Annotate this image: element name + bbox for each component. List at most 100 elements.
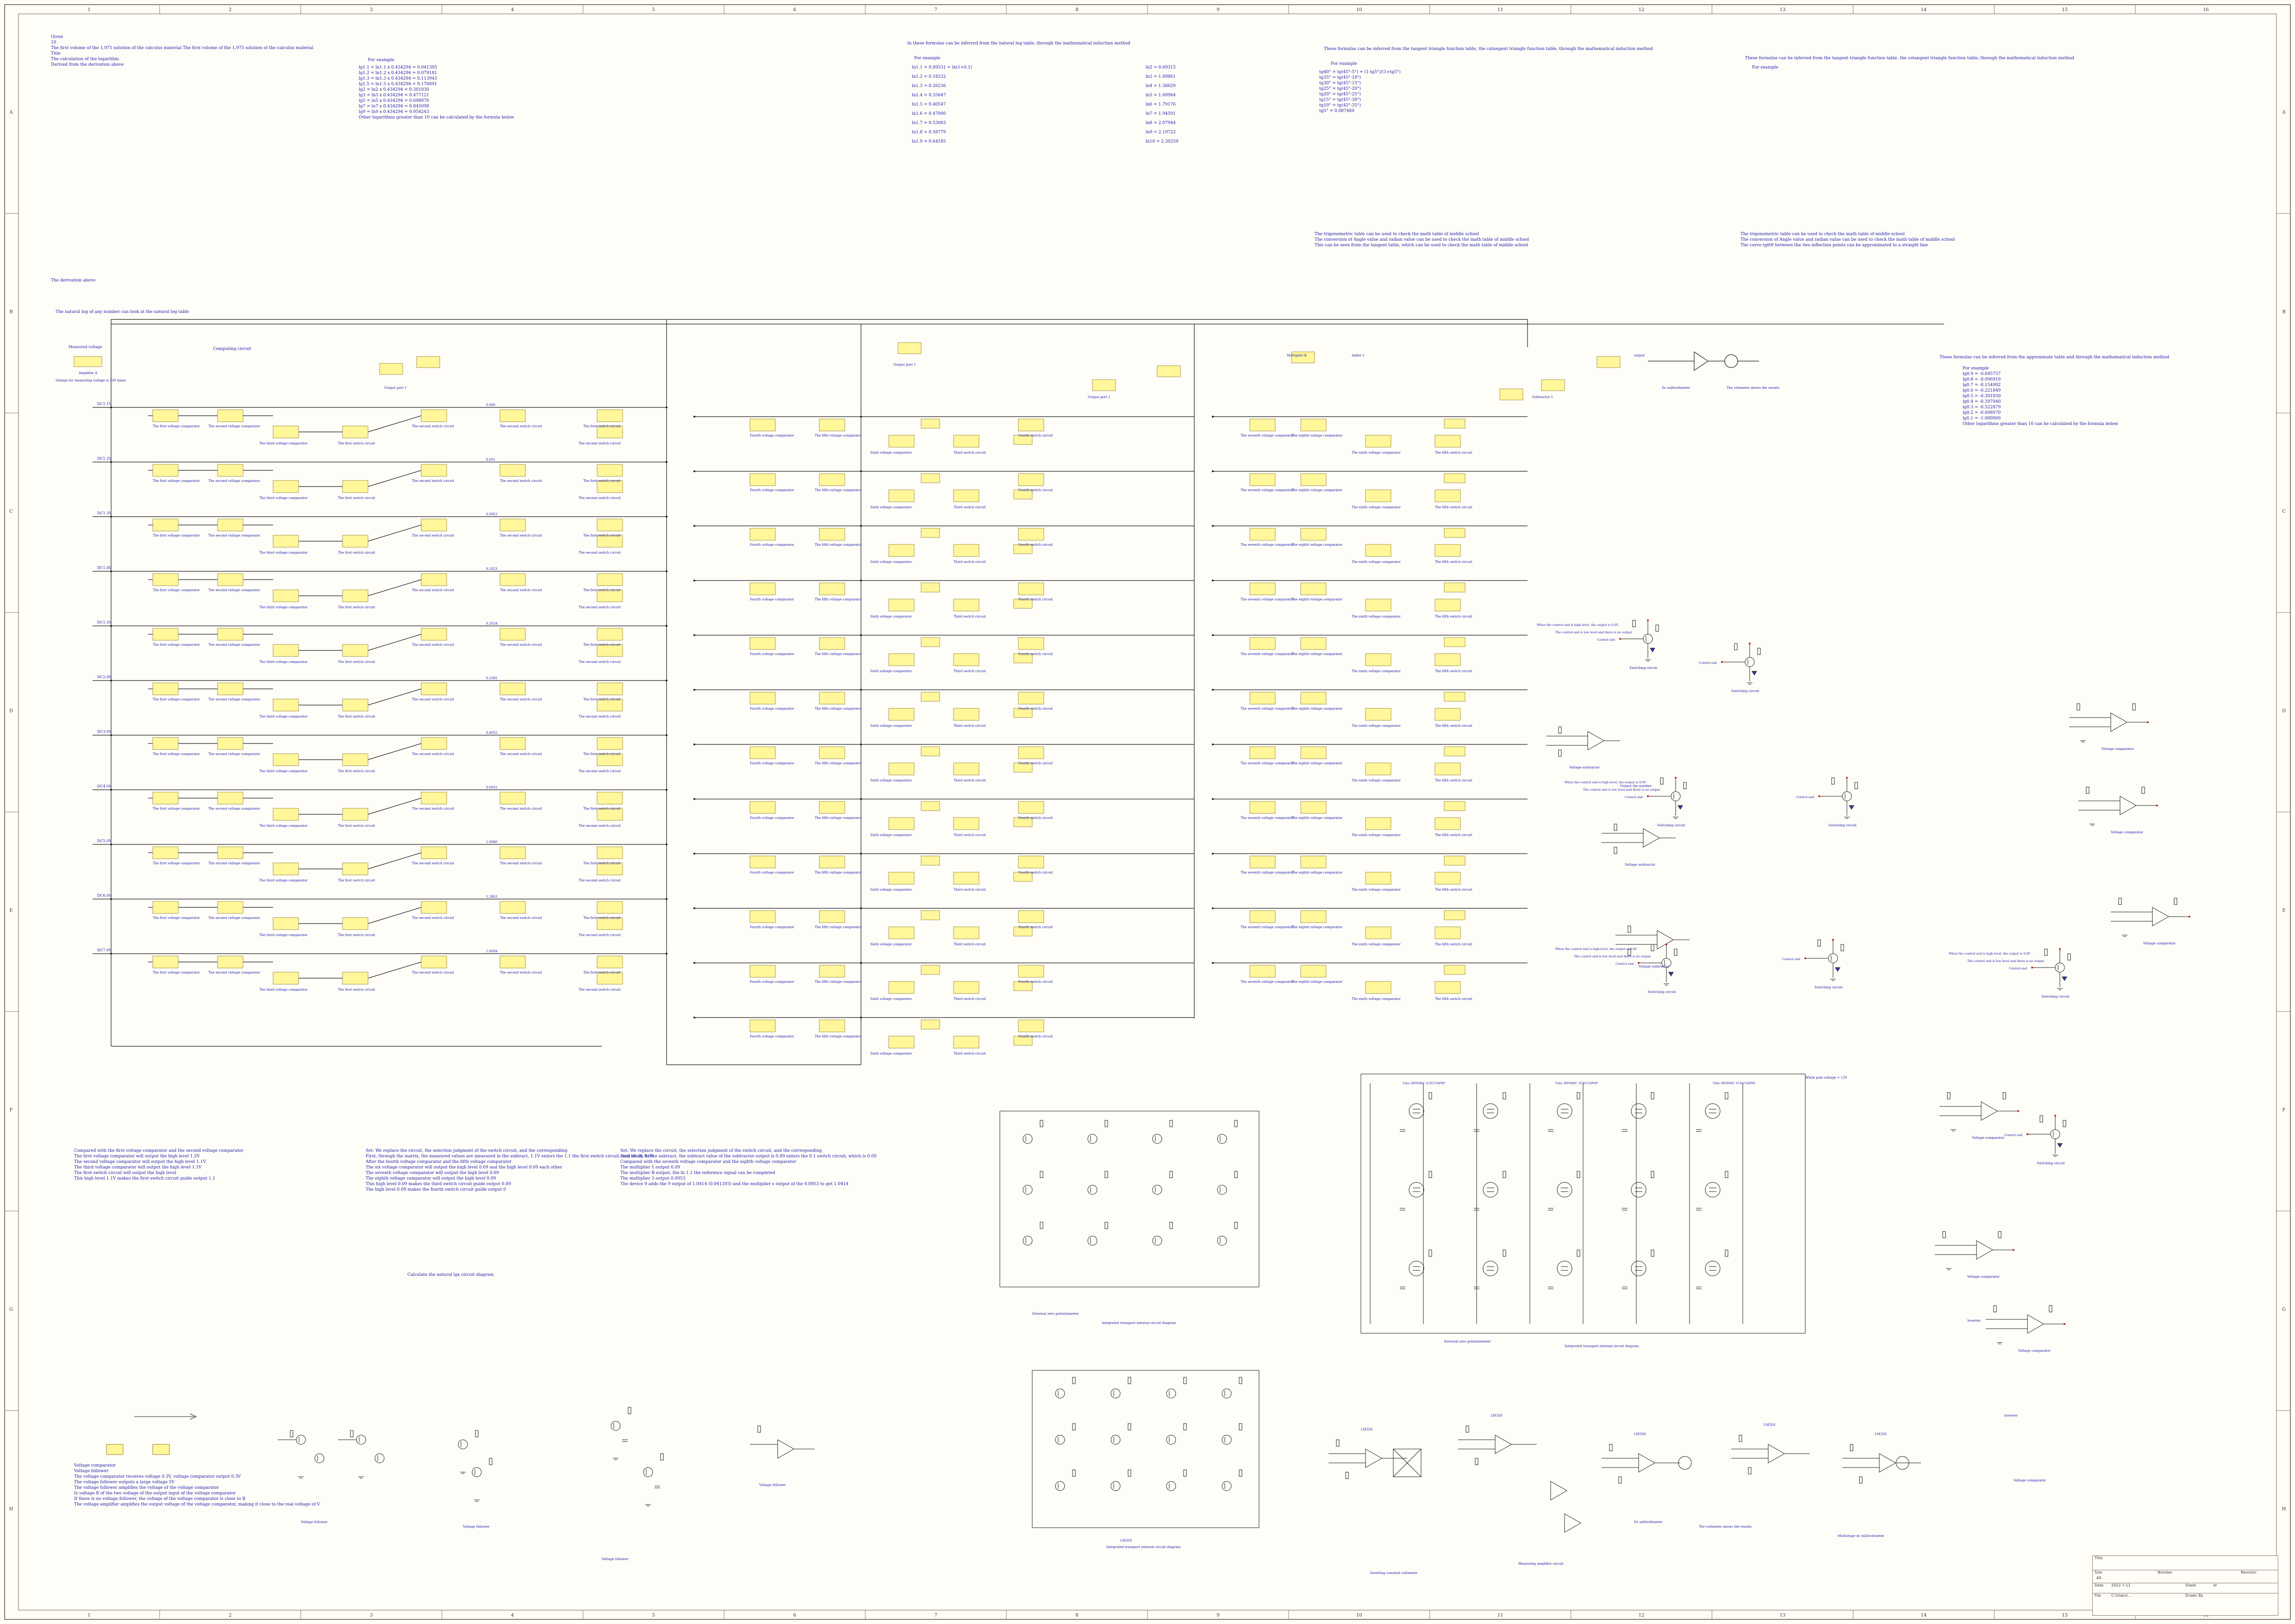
resistor-symbol bbox=[1734, 643, 1738, 650]
fourth-switch-label: Fourth switch circuit bbox=[1018, 488, 1053, 492]
first-switch-block bbox=[342, 808, 368, 821]
second-comparator-label: The second voltage comparator bbox=[208, 752, 261, 756]
third-switch-label: Third switch circuit bbox=[954, 888, 986, 892]
fourth-comparator-label: Fourth voltage comparator bbox=[750, 980, 794, 984]
switch-block bbox=[1444, 473, 1466, 483]
ninth-comparator-label: The ninth voltage comparator bbox=[1352, 615, 1401, 618]
function-blocks bbox=[74, 342, 1621, 1049]
border-col-label: 6 bbox=[793, 1613, 796, 1618]
ninth-comparator-label: The ninth voltage comparator bbox=[1352, 888, 1401, 892]
transistor-symbol bbox=[1152, 1236, 1162, 1246]
file-label: File bbox=[2095, 1593, 2101, 1598]
text-line: The calculation of the logarithm bbox=[51, 57, 119, 62]
amplifier-a-label: Amplifier A bbox=[78, 371, 98, 375]
resistor-symbol bbox=[1428, 1171, 1432, 1178]
junction-dot bbox=[666, 625, 667, 627]
first-comparator-block bbox=[152, 846, 179, 859]
eighth-comparator-block bbox=[1300, 418, 1327, 431]
control-end-label: Control end bbox=[1782, 957, 1800, 961]
resistor-symbol bbox=[628, 1407, 631, 1414]
second-comparator-block bbox=[217, 628, 243, 641]
second-switch-label: The second switch circuit bbox=[412, 425, 454, 428]
pin-marker bbox=[2054, 1115, 2056, 1117]
seventh-comparator-block bbox=[1249, 965, 1276, 978]
resistor-symbol bbox=[1234, 1222, 1238, 1229]
junction-dot bbox=[110, 843, 112, 845]
junction-dot bbox=[666, 461, 667, 463]
voltmeter-note-label: The voltmeter shows the results bbox=[1699, 1525, 1752, 1529]
fourth-comparator-label: Fourth voltage comparator bbox=[750, 598, 794, 601]
resistor-symbol bbox=[1854, 782, 1858, 789]
first-switch-block bbox=[342, 972, 368, 985]
transistor-symbol bbox=[1842, 791, 1852, 801]
ic-label: LM358 bbox=[1361, 1428, 1372, 1431]
text-line: lg0.1 = -1.000000 bbox=[1963, 416, 2001, 421]
text-line: lg1.2 = ln1.2 x 0.434294 = 0.079181 bbox=[359, 71, 437, 75]
fourth-switch-label: Fourth switch circuit bbox=[1018, 707, 1053, 711]
first-switch-label: The first switch circuit bbox=[583, 643, 621, 647]
resistor-symbol bbox=[757, 1425, 761, 1433]
second-switch-label: The second switch circuit bbox=[579, 496, 621, 500]
meter-symbol bbox=[1678, 1456, 1692, 1470]
border-row-label: B bbox=[2282, 310, 2285, 315]
title-block: Title Size Number Revision A0 Date 2022-… bbox=[2092, 1555, 2278, 1616]
resistor-symbol bbox=[1040, 1171, 1043, 1178]
border-col-label: 10 bbox=[1356, 1613, 1362, 1618]
border-col-label: 14 bbox=[1921, 1613, 1927, 1618]
bottom-col1: Compared with the first voltage comparat… bbox=[74, 1148, 243, 1181]
resistor-symbol bbox=[1660, 777, 1664, 785]
second-switch-label: The second switch circuit bbox=[500, 752, 542, 756]
wire bbox=[368, 688, 422, 706]
row-voltage-label: DC1.3V bbox=[97, 511, 112, 515]
block-value-label: 0.0953 bbox=[486, 512, 498, 516]
first-comparator-label: The first voltage comparator bbox=[153, 425, 200, 428]
switch-block bbox=[1444, 692, 1466, 702]
vacuum-tube-symbol bbox=[1631, 1261, 1646, 1276]
second-switch-label: The second switch circuit bbox=[412, 479, 454, 483]
text-line: 10 bbox=[51, 40, 56, 45]
border-col-label: 11 bbox=[1497, 7, 1503, 12]
resistor-symbol bbox=[1628, 925, 1631, 933]
text-line: The multiplier 3 output 0.0953 bbox=[620, 1176, 686, 1181]
third-comparator-block bbox=[273, 753, 299, 766]
first-comparator-block bbox=[152, 956, 179, 968]
second-comparator-block bbox=[217, 518, 243, 531]
fourth-comparator-label: Fourth voltage comparator bbox=[750, 925, 794, 929]
fifth-comparator-block bbox=[819, 582, 845, 595]
border-col-label: 7 bbox=[935, 7, 937, 12]
pin-marker bbox=[2156, 805, 2158, 806]
resistor-symbol bbox=[1104, 1120, 1108, 1127]
fourth-comparator-label: Fourth voltage comparator bbox=[750, 652, 794, 656]
switch-note-label: The control end is low level and there i… bbox=[1583, 788, 1660, 792]
resistor-symbol bbox=[2067, 953, 2071, 961]
row-voltage-label: DC4.0V bbox=[97, 784, 112, 788]
second-comparator-label: The second voltage comparator bbox=[208, 479, 261, 483]
first-switch-label: The first switch circuit bbox=[583, 479, 621, 483]
ninth-comparator-label: The ninth voltage comparator bbox=[1352, 833, 1401, 837]
voltage-note-label: Voltage for measuring voltage is 100 tim… bbox=[55, 379, 126, 382]
second-switch-label: The second switch circuit bbox=[500, 698, 542, 701]
resistor-symbol bbox=[1104, 1222, 1108, 1229]
resistor-symbol bbox=[1651, 1249, 1654, 1257]
resistor-symbol bbox=[2132, 703, 2136, 711]
second-switch-block bbox=[597, 535, 623, 548]
second-switch-label: The second switch circuit bbox=[500, 479, 542, 483]
resistor-symbol bbox=[2118, 898, 2122, 905]
fifth-switch-block bbox=[1434, 926, 1461, 939]
second-switch-block bbox=[597, 480, 623, 493]
wire bbox=[368, 634, 422, 651]
resistor-symbol bbox=[1336, 1439, 1340, 1447]
fourth-switch-label: Fourth switch circuit bbox=[1018, 925, 1053, 929]
op-amp-symbol bbox=[1564, 1513, 1582, 1533]
second-switch-block bbox=[597, 972, 623, 985]
fifth-switch-label: The fifth switch circuit bbox=[1435, 724, 1472, 728]
border-row-label: H bbox=[9, 1507, 13, 1512]
resistor-symbol bbox=[1683, 782, 1687, 789]
block-value-label: 1.3863 bbox=[486, 895, 498, 899]
transistor-symbol bbox=[2050, 1129, 2060, 1139]
third-comparator-label: The third voltage comparator bbox=[259, 879, 308, 882]
fourth-switch-block bbox=[1018, 965, 1044, 978]
fourth-switch-label: Fourth switch circuit bbox=[1018, 816, 1053, 820]
border-col-label: 10 bbox=[1356, 7, 1362, 12]
wire bbox=[368, 852, 422, 869]
